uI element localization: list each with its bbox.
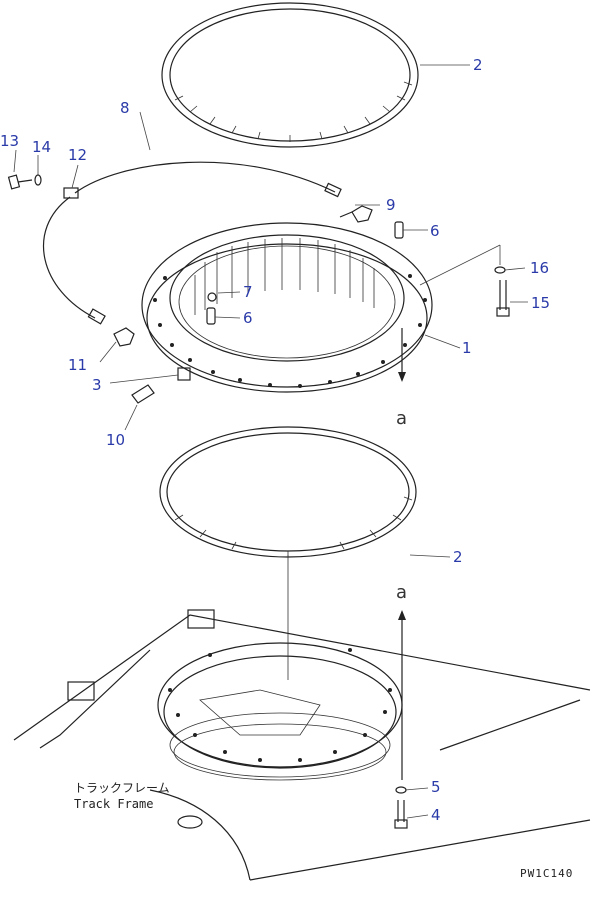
view-a-arrow-lower [398, 610, 406, 780]
plug [207, 292, 217, 302]
callout-9: 9 [386, 196, 396, 214]
callout-13: 13 [0, 132, 19, 150]
leader-lines [13, 64, 528, 819]
grease-hose [43, 161, 342, 325]
frame-washer [395, 786, 407, 794]
track-frame-caption-jp: トラックフレーム [74, 781, 170, 795]
grease-nipple [131, 384, 155, 404]
upper-seal-ring [161, 2, 419, 148]
callout-7: 7 [243, 283, 253, 301]
callout-1: 1 [462, 339, 472, 357]
view-marker-a-upper: a [396, 408, 407, 429]
callouts: 2 8 13 14 12 9 6 16 7 15 6 1 11 3 10 2 5… [0, 56, 550, 824]
clamp-bolt [7, 174, 33, 190]
callout-5: 5 [431, 778, 441, 796]
hose-clamp [63, 187, 79, 199]
callout-6-upper: 6 [430, 222, 440, 240]
mounting-washer [494, 266, 506, 274]
callout-3: 3 [92, 376, 102, 394]
dowel-pin-upper [394, 221, 404, 239]
callout-12: 12 [68, 146, 87, 164]
bolt-holes [153, 274, 427, 388]
callout-2-lower: 2 [453, 548, 463, 566]
view-a-arrow-upper [398, 328, 406, 382]
view-marker-a-lower: a [396, 582, 407, 603]
callout-15: 15 [531, 294, 550, 312]
callout-8: 8 [120, 99, 130, 117]
track-frame-caption-en: Track Frame [74, 797, 153, 811]
callout-11: 11 [68, 356, 87, 374]
mounting-bolt [496, 280, 510, 317]
lower-seal-ring [159, 426, 417, 558]
callout-10: 10 [106, 431, 125, 449]
callout-2-upper: 2 [473, 56, 483, 74]
clamp-washer [34, 174, 42, 186]
swing-circle-bearing [141, 222, 433, 393]
grease-fitting-elbow [339, 205, 373, 223]
hose-joint [113, 327, 135, 347]
dowel-pin-lower [206, 307, 216, 325]
frame-bolt [394, 800, 408, 829]
callout-14: 14 [32, 138, 51, 156]
drawing-code: PW1C140 [520, 867, 573, 880]
callout-16: 16 [530, 259, 549, 277]
track-frame [13, 609, 591, 881]
callout-6-lower: 6 [243, 309, 253, 327]
lubrication-fitting [177, 367, 191, 381]
callout-4: 4 [431, 806, 441, 824]
